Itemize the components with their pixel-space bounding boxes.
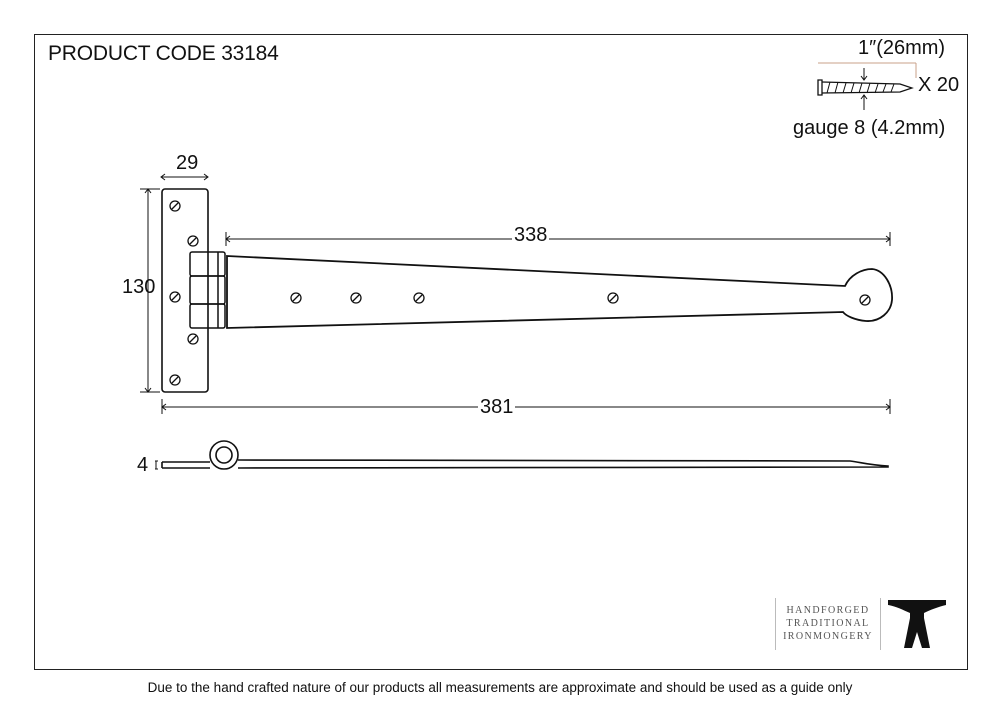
screw-quantity-label: X 20 — [918, 74, 960, 96]
strap-screw-holes — [290, 292, 871, 306]
dimension-line-130 — [140, 188, 160, 393]
dimension-line-29 — [160, 173, 209, 181]
dimension-strap-length: 338 — [512, 224, 550, 247]
hinge-side-view — [155, 440, 889, 470]
hinge-knuckles — [189, 251, 226, 329]
hinge-plate — [161, 188, 209, 393]
dimension-line-381 — [161, 399, 891, 414]
product-code: PRODUCT CODE 33184 — [48, 42, 279, 65]
dimension-thickness: 4 — [137, 454, 149, 476]
screw-length-label: 1″(26mm) — [858, 37, 946, 59]
dimension-plate-width: 29 — [176, 152, 199, 174]
brand-line-3: IRONMONGERY — [783, 631, 873, 642]
hinge-strap — [226, 255, 893, 329]
dimension-overall-length: 381 — [478, 396, 516, 419]
screw-icon — [817, 62, 917, 110]
brand-text: HANDFORGED TRADITIONAL IRONMONGERY — [775, 598, 881, 650]
drawing-frame — [34, 34, 968, 670]
anvil-icon — [888, 600, 946, 648]
dimension-line-338 — [225, 232, 891, 246]
dimension-plate-height: 130 — [122, 276, 156, 298]
plate-screw-holes — [169, 200, 199, 386]
disclaimer-footer: Due to the hand crafted nature of our pr… — [147, 680, 853, 695]
brand-line-2: TRADITIONAL — [786, 618, 870, 629]
screw-gauge-label: gauge 8 (4.2mm) — [793, 117, 946, 139]
brand-line-1: HANDFORGED — [786, 605, 870, 616]
